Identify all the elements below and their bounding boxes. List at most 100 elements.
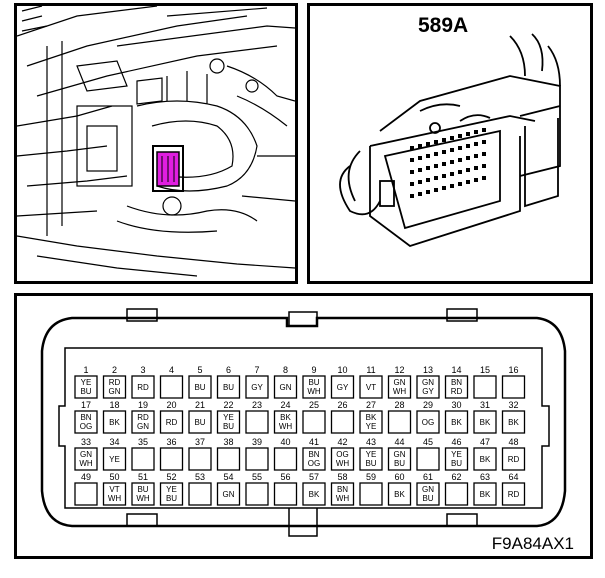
pin-number: 60 xyxy=(394,472,404,482)
pin-cavity xyxy=(473,410,497,434)
pin-number: 5 xyxy=(197,365,202,375)
pin-number: 46 xyxy=(451,437,461,447)
pin-number: 25 xyxy=(309,400,319,410)
pin-5: 5BU xyxy=(188,365,212,399)
pin-number: 45 xyxy=(423,437,433,447)
pin-wire-color: BK xyxy=(366,413,377,422)
pin-number: 20 xyxy=(166,400,176,410)
pin-number: 14 xyxy=(451,365,461,375)
pin-cavity xyxy=(74,375,98,399)
pin-wire-color: WH xyxy=(136,494,150,503)
pin-number: 58 xyxy=(337,472,347,482)
pin-cavity xyxy=(444,375,469,399)
pin-cavity xyxy=(444,447,469,471)
pin-number: 61 xyxy=(423,472,433,482)
pin-25: 25 xyxy=(302,400,326,434)
pin-number: 17 xyxy=(81,400,91,410)
pin-cavity xyxy=(416,482,440,506)
pin-number: 16 xyxy=(508,365,518,375)
pin-53: 53 xyxy=(188,472,212,506)
pin-cavity xyxy=(359,482,383,506)
connector-id-label: 589A xyxy=(418,14,469,37)
pin-45: 45 xyxy=(416,437,440,471)
pin-cavity xyxy=(330,375,355,399)
pin-16: 16 xyxy=(501,365,526,399)
pin-wire-color: GN xyxy=(280,383,292,392)
pin-wire-color: GN xyxy=(422,378,434,387)
pin-cavity xyxy=(245,410,269,434)
pin-cavity xyxy=(273,447,298,471)
pin-number: 31 xyxy=(480,400,490,410)
pin-number: 1 xyxy=(83,365,88,375)
pin-number: 11 xyxy=(366,365,375,375)
pin-cavity xyxy=(216,410,241,434)
pin-4: 4 xyxy=(159,365,184,399)
pin-cavity xyxy=(302,447,326,471)
pin-number: 50 xyxy=(109,472,119,482)
pin-wire-color: BU xyxy=(422,494,433,503)
pin-cavity xyxy=(501,447,526,471)
pin-number: 42 xyxy=(337,437,347,447)
pin-cavity xyxy=(416,410,440,434)
pin-cavity xyxy=(330,447,355,471)
pin-number: 37 xyxy=(195,437,205,447)
pin-number: 29 xyxy=(423,400,433,410)
pin-cavity xyxy=(188,482,212,506)
pin-wire-color: GN xyxy=(394,450,406,459)
pin-number: 55 xyxy=(252,472,262,482)
pin-number: 36 xyxy=(166,437,176,447)
pin-wire-color: GY xyxy=(337,383,349,392)
connector-view: 589A xyxy=(307,3,593,284)
pin-cavity xyxy=(216,482,241,506)
pin-cavity xyxy=(416,375,440,399)
pin-cavity xyxy=(245,482,269,506)
pin-3: 3RD xyxy=(131,365,155,399)
pin-number: 8 xyxy=(283,365,288,375)
pin-wire-color: BK xyxy=(508,418,519,427)
pin-6: 6BU xyxy=(216,365,241,399)
pin-wire-color: VT xyxy=(109,485,119,494)
pin-36: 36 xyxy=(159,437,184,471)
pin-cavity xyxy=(245,375,269,399)
pin-number: 18 xyxy=(109,400,119,410)
pin-number: 47 xyxy=(480,437,490,447)
pin-cavity xyxy=(159,482,184,506)
pin-wire-color: WH xyxy=(393,387,407,396)
pin-number: 22 xyxy=(223,400,233,410)
pin-wire-color: RD xyxy=(109,378,121,387)
pin-cavity xyxy=(159,375,184,399)
pin-cavity xyxy=(387,375,412,399)
pin-number: 43 xyxy=(366,437,376,447)
engine-location-view xyxy=(14,3,298,284)
pin-wire-color: GY xyxy=(422,387,434,396)
pin-cavity xyxy=(74,482,98,506)
pin-cavity xyxy=(74,447,98,471)
pin-cavity xyxy=(501,375,526,399)
pin-wire-color: YE xyxy=(451,450,462,459)
pin-number: 64 xyxy=(508,472,518,482)
pin-cavity xyxy=(131,482,155,506)
pin-number: 23 xyxy=(252,400,262,410)
pin-number: 32 xyxy=(508,400,518,410)
pin-cavity xyxy=(330,482,355,506)
pin-number: 53 xyxy=(195,472,205,482)
